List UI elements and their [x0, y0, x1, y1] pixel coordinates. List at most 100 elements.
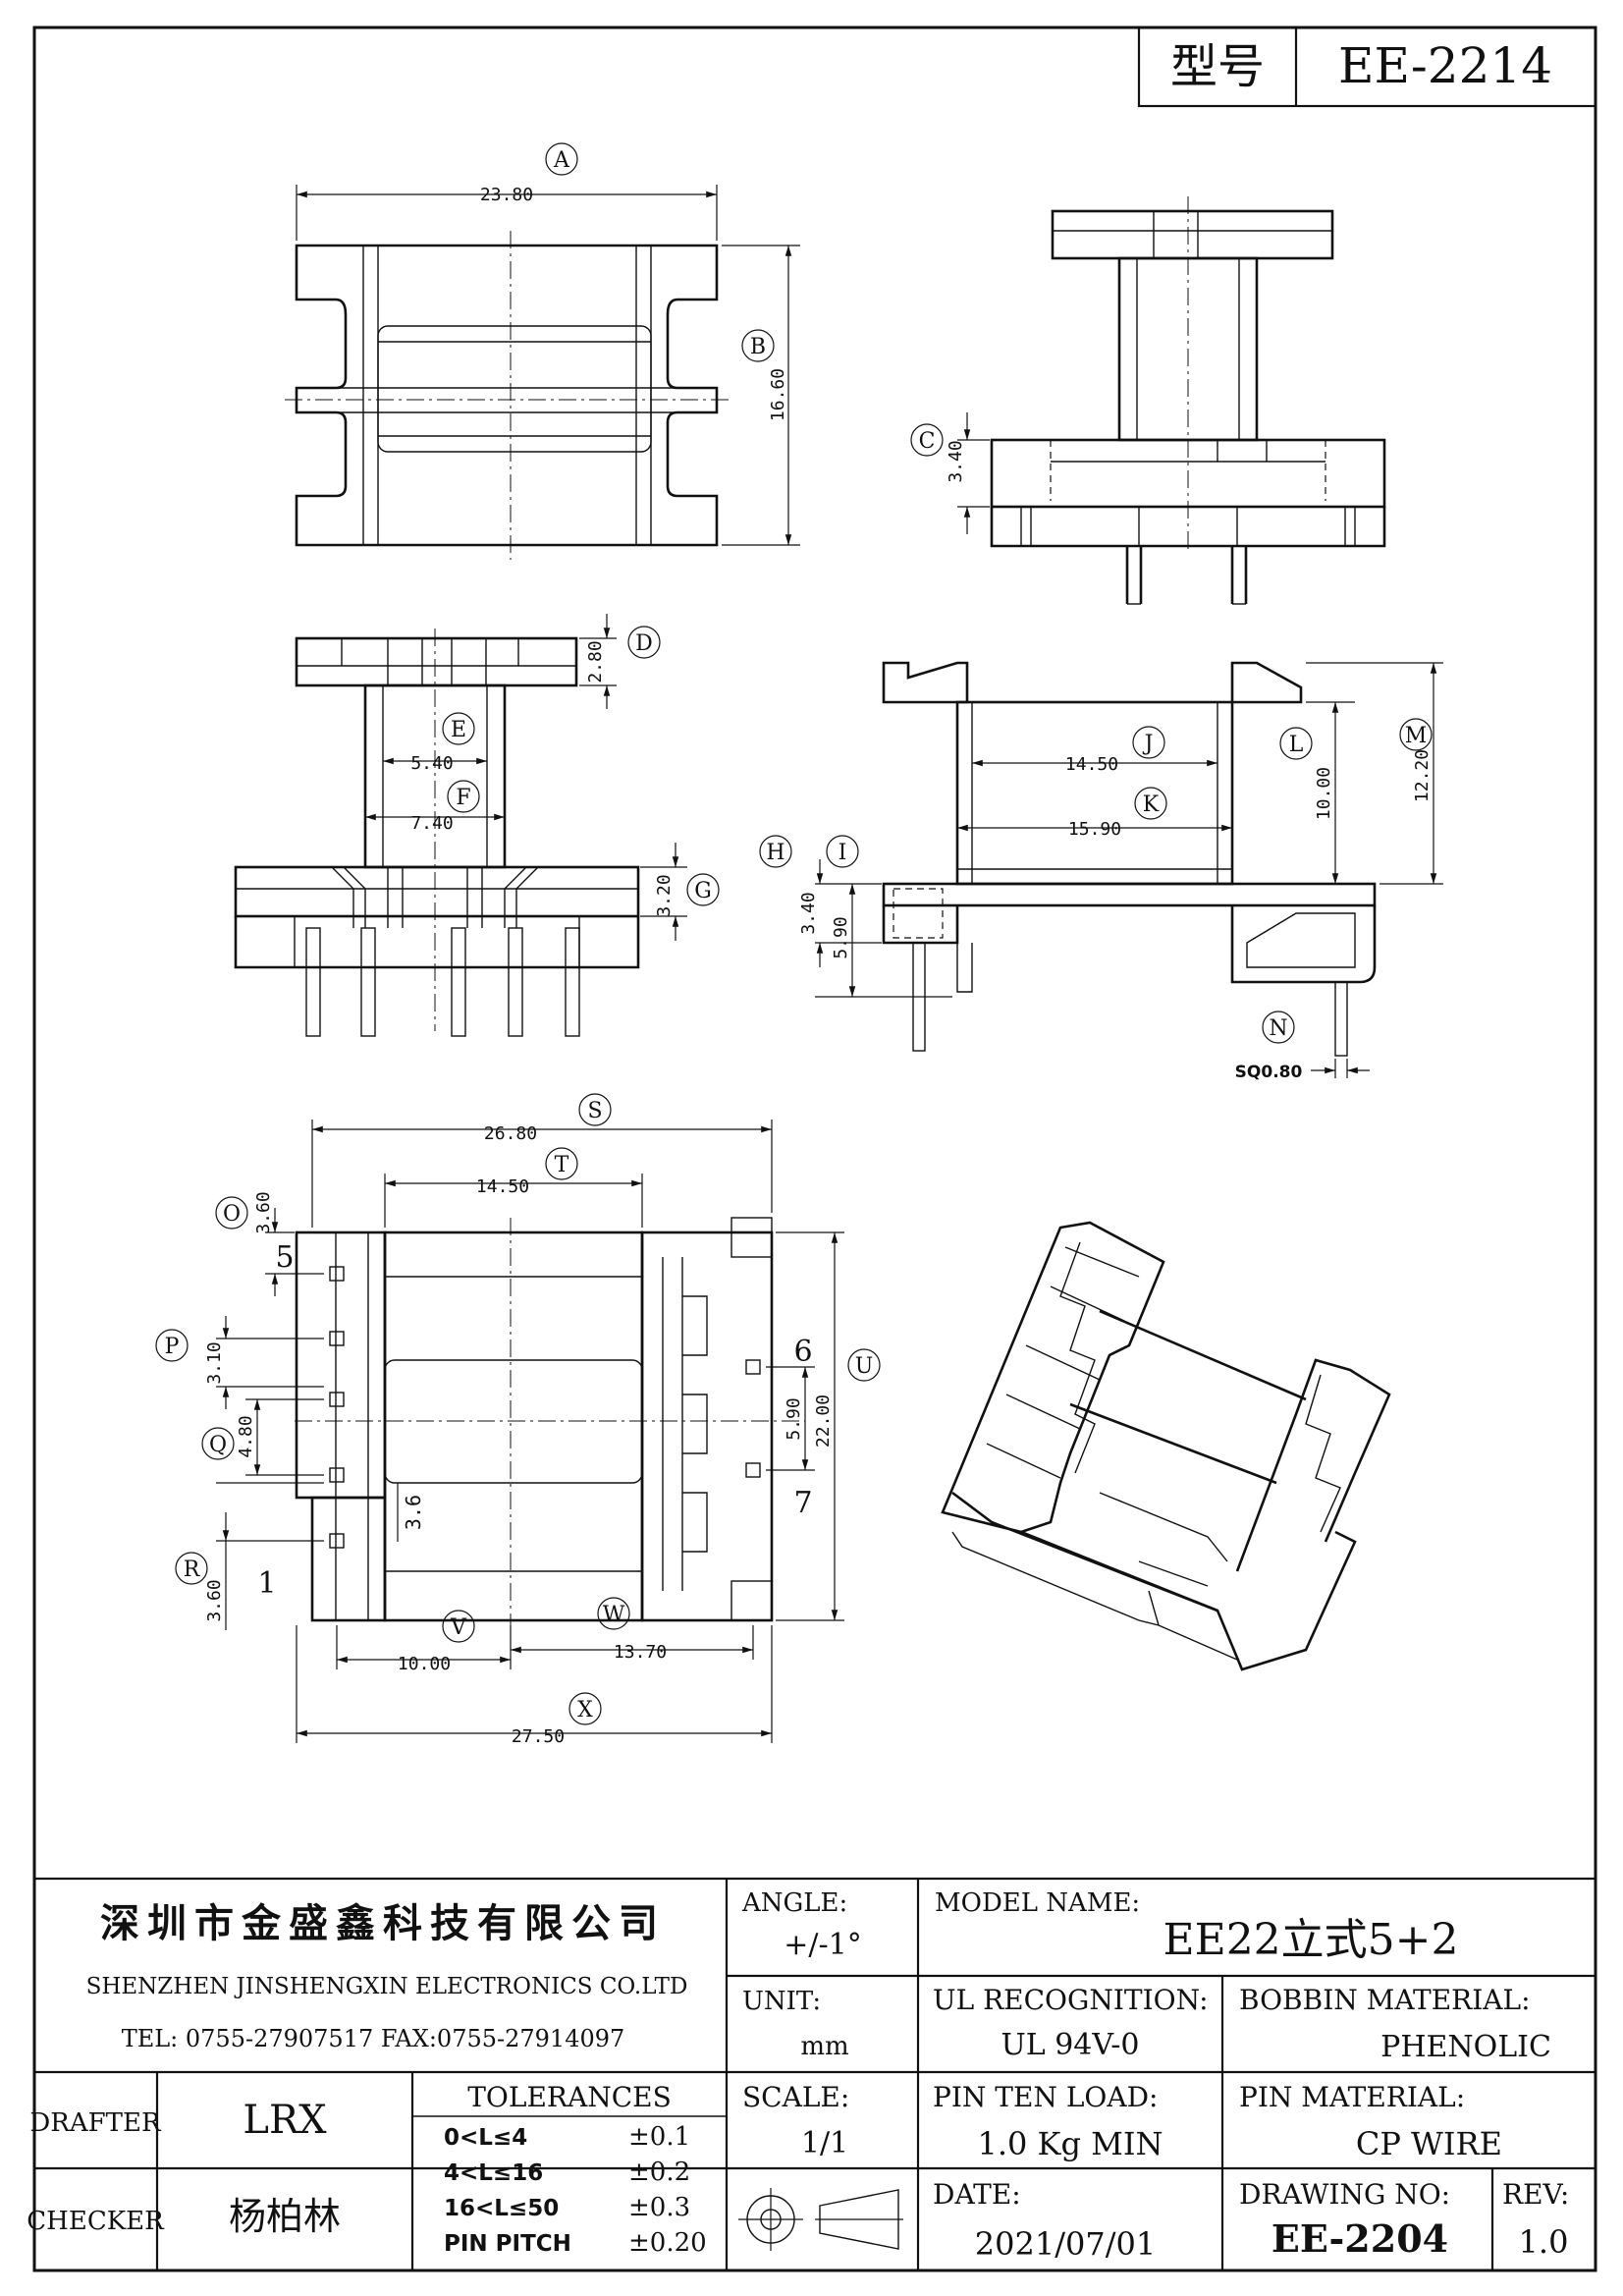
date-label: DATE:: [933, 2178, 1021, 2211]
unit-label: UNIT:: [742, 1987, 821, 2016]
side-view-upper: 3.40 C: [910, 196, 1386, 605]
pin-label-6: 6: [793, 1335, 812, 1369]
dim-m-tag: M: [1405, 724, 1428, 748]
dim-n-value: SQ0.80: [1235, 1063, 1303, 1082]
dim-p-value: 3.10: [204, 1341, 225, 1384]
drawing-no-value: EE-2204: [1271, 2216, 1448, 2261]
model-value: EE-2214: [1338, 37, 1552, 94]
angle-label: ANGLE:: [741, 1888, 847, 1918]
dim-u-tag: U: [855, 1354, 874, 1379]
tol-value-2: ±0.2: [628, 2158, 690, 2187]
dim-n-tag: N: [1269, 1016, 1287, 1041]
dim-i-tag: I: [839, 841, 847, 865]
pin-label-7: 7: [793, 1486, 812, 1520]
scale-label: SCALE:: [742, 2081, 849, 2113]
scale-value: 1/1: [801, 2126, 848, 2160]
dim-q-value: 4.80: [236, 1415, 256, 1457]
dim-e-value: 5.40: [410, 753, 453, 774]
dim-k-tag: K: [1143, 793, 1160, 817]
tol-range-1: 0<L≤4: [444, 2125, 527, 2151]
dim-t-tag: T: [555, 1153, 569, 1177]
tol-range-2: 4<L≤16: [444, 2160, 543, 2186]
pin-material-label: PIN MATERIAL:: [1239, 2081, 1465, 2113]
ul-recognition-label: UL RECOGNITION:: [933, 1984, 1209, 2016]
pin-label-1: 1: [257, 1566, 276, 1601]
front-view: 2.80 D 5.40 E 7.40 F 3.20 G: [234, 614, 720, 1037]
dim-p-tag: P: [165, 1335, 180, 1359]
dim-g-tag: G: [694, 879, 712, 903]
dim-j-tag: J: [1143, 732, 1154, 756]
dim-o-tag: O: [223, 1202, 241, 1227]
rev-label: REV:: [1502, 2178, 1569, 2211]
dim-m-value: 12.20: [1412, 749, 1433, 802]
dim-k-value: 15.90: [1068, 819, 1121, 840]
dim-r-tag: R: [184, 1558, 201, 1582]
bottom-view: 5 1 6 7 26.80 S 14.50 T 22.00 U 5.90: [155, 1093, 881, 1747]
dim-d-tag: D: [635, 631, 653, 656]
dim-o-value: 3.60: [253, 1191, 274, 1233]
tol-value-1: ±0.1: [628, 2122, 690, 2152]
model-label: 型号: [1170, 39, 1265, 94]
tol-range-4: PIN PITCH: [444, 2231, 571, 2257]
dim-b-value: 16.60: [768, 368, 788, 421]
dim-h-tag: H: [766, 841, 784, 865]
rev-value: 1.0: [1519, 2223, 1569, 2261]
dim-v-tag: V: [450, 1615, 467, 1640]
dim-a-value: 23.80: [480, 185, 533, 205]
drafter-value: LRX: [243, 2098, 327, 2143]
pin-ten-load-label: PIN TEN LOAD:: [933, 2081, 1158, 2113]
bobbin-material-label: BOBBIN MATERIAL:: [1239, 1984, 1531, 2016]
dim-w-tag: W: [603, 1603, 625, 1627]
dim-t-value: 14.50: [476, 1176, 529, 1197]
dim-b-tag: B: [750, 335, 766, 359]
dim-x-tag: X: [577, 1698, 593, 1722]
projection-symbol: [738, 2188, 903, 2251]
isometric-view: [941, 1221, 1391, 1671]
dim-l-value: 10.00: [1314, 767, 1334, 820]
top-view: 23.80 A 16.60 B: [285, 142, 800, 560]
checker-label: CHECKER: [27, 2207, 165, 2236]
dim-l-tag: L: [1289, 733, 1304, 757]
dim-w-value: 13.70: [614, 1642, 667, 1663]
dim-j-value: 14.50: [1065, 754, 1118, 775]
company-contact: TEL: 0755-27907517 FAX:0755-27914097: [122, 2025, 625, 2052]
tol-value-3: ±0.3: [628, 2193, 690, 2222]
pin-material-value: CP WIRE: [1356, 2125, 1502, 2162]
checker-value: 杨柏林: [229, 2195, 341, 2238]
dim-v-value: 10.00: [398, 1654, 451, 1674]
tol-range-3: 16<L≤50: [444, 2196, 559, 2221]
dim-f-value: 7.40: [410, 813, 453, 834]
bobbin-material-value: PHENOLIC: [1380, 2030, 1551, 2064]
title-block: 深圳市金盛鑫科技有限公司 SHENZHEN JINSHENGXIN ELECTR…: [27, 1877, 1596, 2270]
model-name-value: EE22立式5+2: [1163, 1915, 1458, 1965]
angle-value: +/-1°: [784, 1928, 861, 1962]
ul-recognition-value: UL 94V-0: [1001, 2028, 1139, 2062]
dim-q-tag: Q: [209, 1433, 227, 1457]
company-name-cn: 深圳市金盛鑫科技有限公司: [100, 1900, 666, 1946]
dim-g-value: 3.20: [654, 874, 675, 916]
dim-u-value: 22.00: [813, 1394, 834, 1448]
dim-a-tag: A: [553, 148, 570, 173]
side-section-view: 3.40 5.90 H I 14.50 J 15.90 K 10.00 L 12…: [759, 661, 1443, 1082]
drawing-no-label: DRAWING NO:: [1239, 2178, 1450, 2211]
unit-value: mm: [800, 2032, 848, 2061]
model-header: 型号 EE-2214: [1137, 26, 1597, 108]
dim-h-value: 3.40: [798, 892, 819, 934]
pin-label-5: 5: [275, 1240, 294, 1275]
pin-ten-load-value: 1.0 Kg MIN: [977, 2125, 1163, 2162]
tol-value-4: ±0.20: [628, 2228, 707, 2258]
dim-pin-gap-value: 5.90: [784, 1397, 804, 1440]
dim-r-value: 3.60: [204, 1579, 225, 1621]
dim-i-value: 5.90: [831, 916, 851, 958]
dim-s-value: 26.80: [484, 1123, 537, 1144]
company-name-en: SHENZHEN JINSHENGXIN ELECTRONICS CO.LTD: [86, 1974, 688, 1999]
dim-c-tag: C: [919, 429, 936, 454]
drafter-label: DRAFTER: [29, 2108, 162, 2138]
model-name-label: MODEL NAME:: [935, 1888, 1140, 1918]
dim-s-tag: S: [587, 1099, 602, 1123]
dim-pin-offset-value: 3.6: [402, 1495, 425, 1530]
dim-d-value: 2.80: [585, 640, 606, 683]
dim-x-value: 27.50: [512, 1726, 565, 1747]
dim-f-tag: F: [456, 786, 470, 810]
